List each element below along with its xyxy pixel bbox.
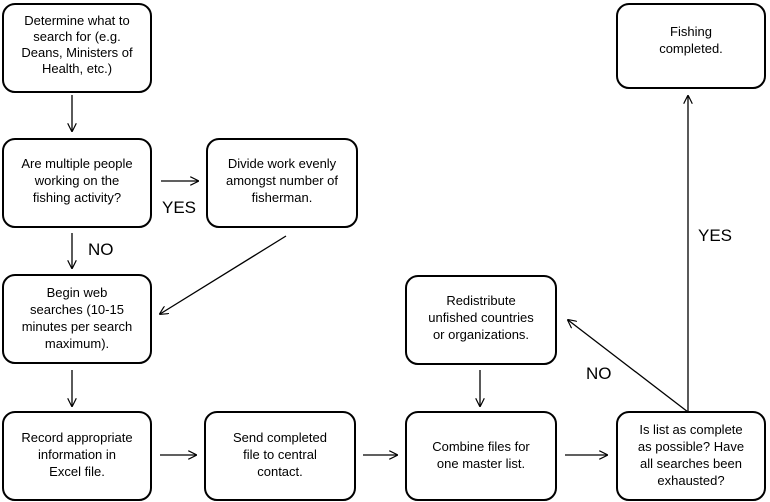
node-line: Redistribute bbox=[446, 293, 515, 308]
node-line: working on the bbox=[34, 173, 120, 188]
node-line: or organizations. bbox=[433, 327, 529, 342]
node-line: fishing activity? bbox=[33, 190, 121, 205]
edge-divide-to-begin bbox=[160, 235, 287, 314]
node-line: Determine what to bbox=[24, 13, 130, 28]
node-line: completed. bbox=[659, 41, 723, 56]
node-line: search for (e.g. bbox=[33, 29, 120, 44]
node-multiple-people-question: Are multiple people working on the fishi… bbox=[2, 138, 152, 228]
node-line: exhausted? bbox=[657, 473, 724, 488]
node-line: contact. bbox=[257, 464, 303, 479]
edge-listcomplete-to-redistribute bbox=[568, 320, 689, 413]
node-line: Are multiple people bbox=[21, 156, 132, 171]
node-line: Deans, Ministers of bbox=[21, 45, 133, 60]
edge-label-no-begin: NO bbox=[88, 240, 114, 259]
node-line: Excel file. bbox=[49, 464, 105, 479]
node-line: Is list as complete bbox=[639, 422, 742, 437]
node-line: amongst number of bbox=[226, 173, 338, 188]
node-line: Send completed bbox=[233, 430, 327, 445]
edge-label-yes-divide: YES bbox=[162, 198, 196, 217]
node-line: all searches been bbox=[640, 456, 742, 471]
node-line: Fishing bbox=[670, 24, 712, 39]
node-line: fisherman. bbox=[252, 190, 313, 205]
node-line: as possible? Have bbox=[638, 439, 744, 454]
node-send-completed-file: Send completed file to central contact. bbox=[204, 411, 356, 501]
node-line: maximum). bbox=[45, 336, 109, 351]
node-list-complete-question: Is list as complete as possible? Have al… bbox=[616, 411, 766, 501]
node-line: Divide work evenly bbox=[228, 156, 337, 171]
node-record-information: Record appropriate information in Excel … bbox=[2, 411, 152, 501]
node-combine-files: Combine files for one master list. bbox=[405, 411, 557, 501]
node-determine-what-to-search: Determine what to search for (e.g. Deans… bbox=[2, 3, 152, 93]
node-line: one master list. bbox=[437, 456, 525, 471]
node-line: searches (10-15 bbox=[30, 302, 124, 317]
node-line: Begin web bbox=[47, 285, 108, 300]
node-redistribute: Redistribute unfished countries or organ… bbox=[405, 275, 557, 365]
node-line: file to central bbox=[243, 447, 317, 462]
edge-label-no-redistribute: NO bbox=[586, 364, 612, 383]
node-line: Combine files for bbox=[432, 439, 530, 454]
node-divide-work: Divide work evenly amongst number of fis… bbox=[206, 138, 358, 228]
node-line: information in bbox=[38, 447, 116, 462]
node-line: unfished countries bbox=[428, 310, 534, 325]
node-line: Health, etc.) bbox=[42, 61, 112, 76]
edge-label-yes-complete: YES bbox=[698, 226, 732, 245]
node-begin-web-searches: Begin web searches (10-15 minutes per se… bbox=[2, 274, 152, 364]
node-line: Record appropriate bbox=[21, 430, 132, 445]
node-fishing-completed: Fishing completed. bbox=[616, 3, 766, 89]
node-line: minutes per search bbox=[22, 319, 133, 334]
